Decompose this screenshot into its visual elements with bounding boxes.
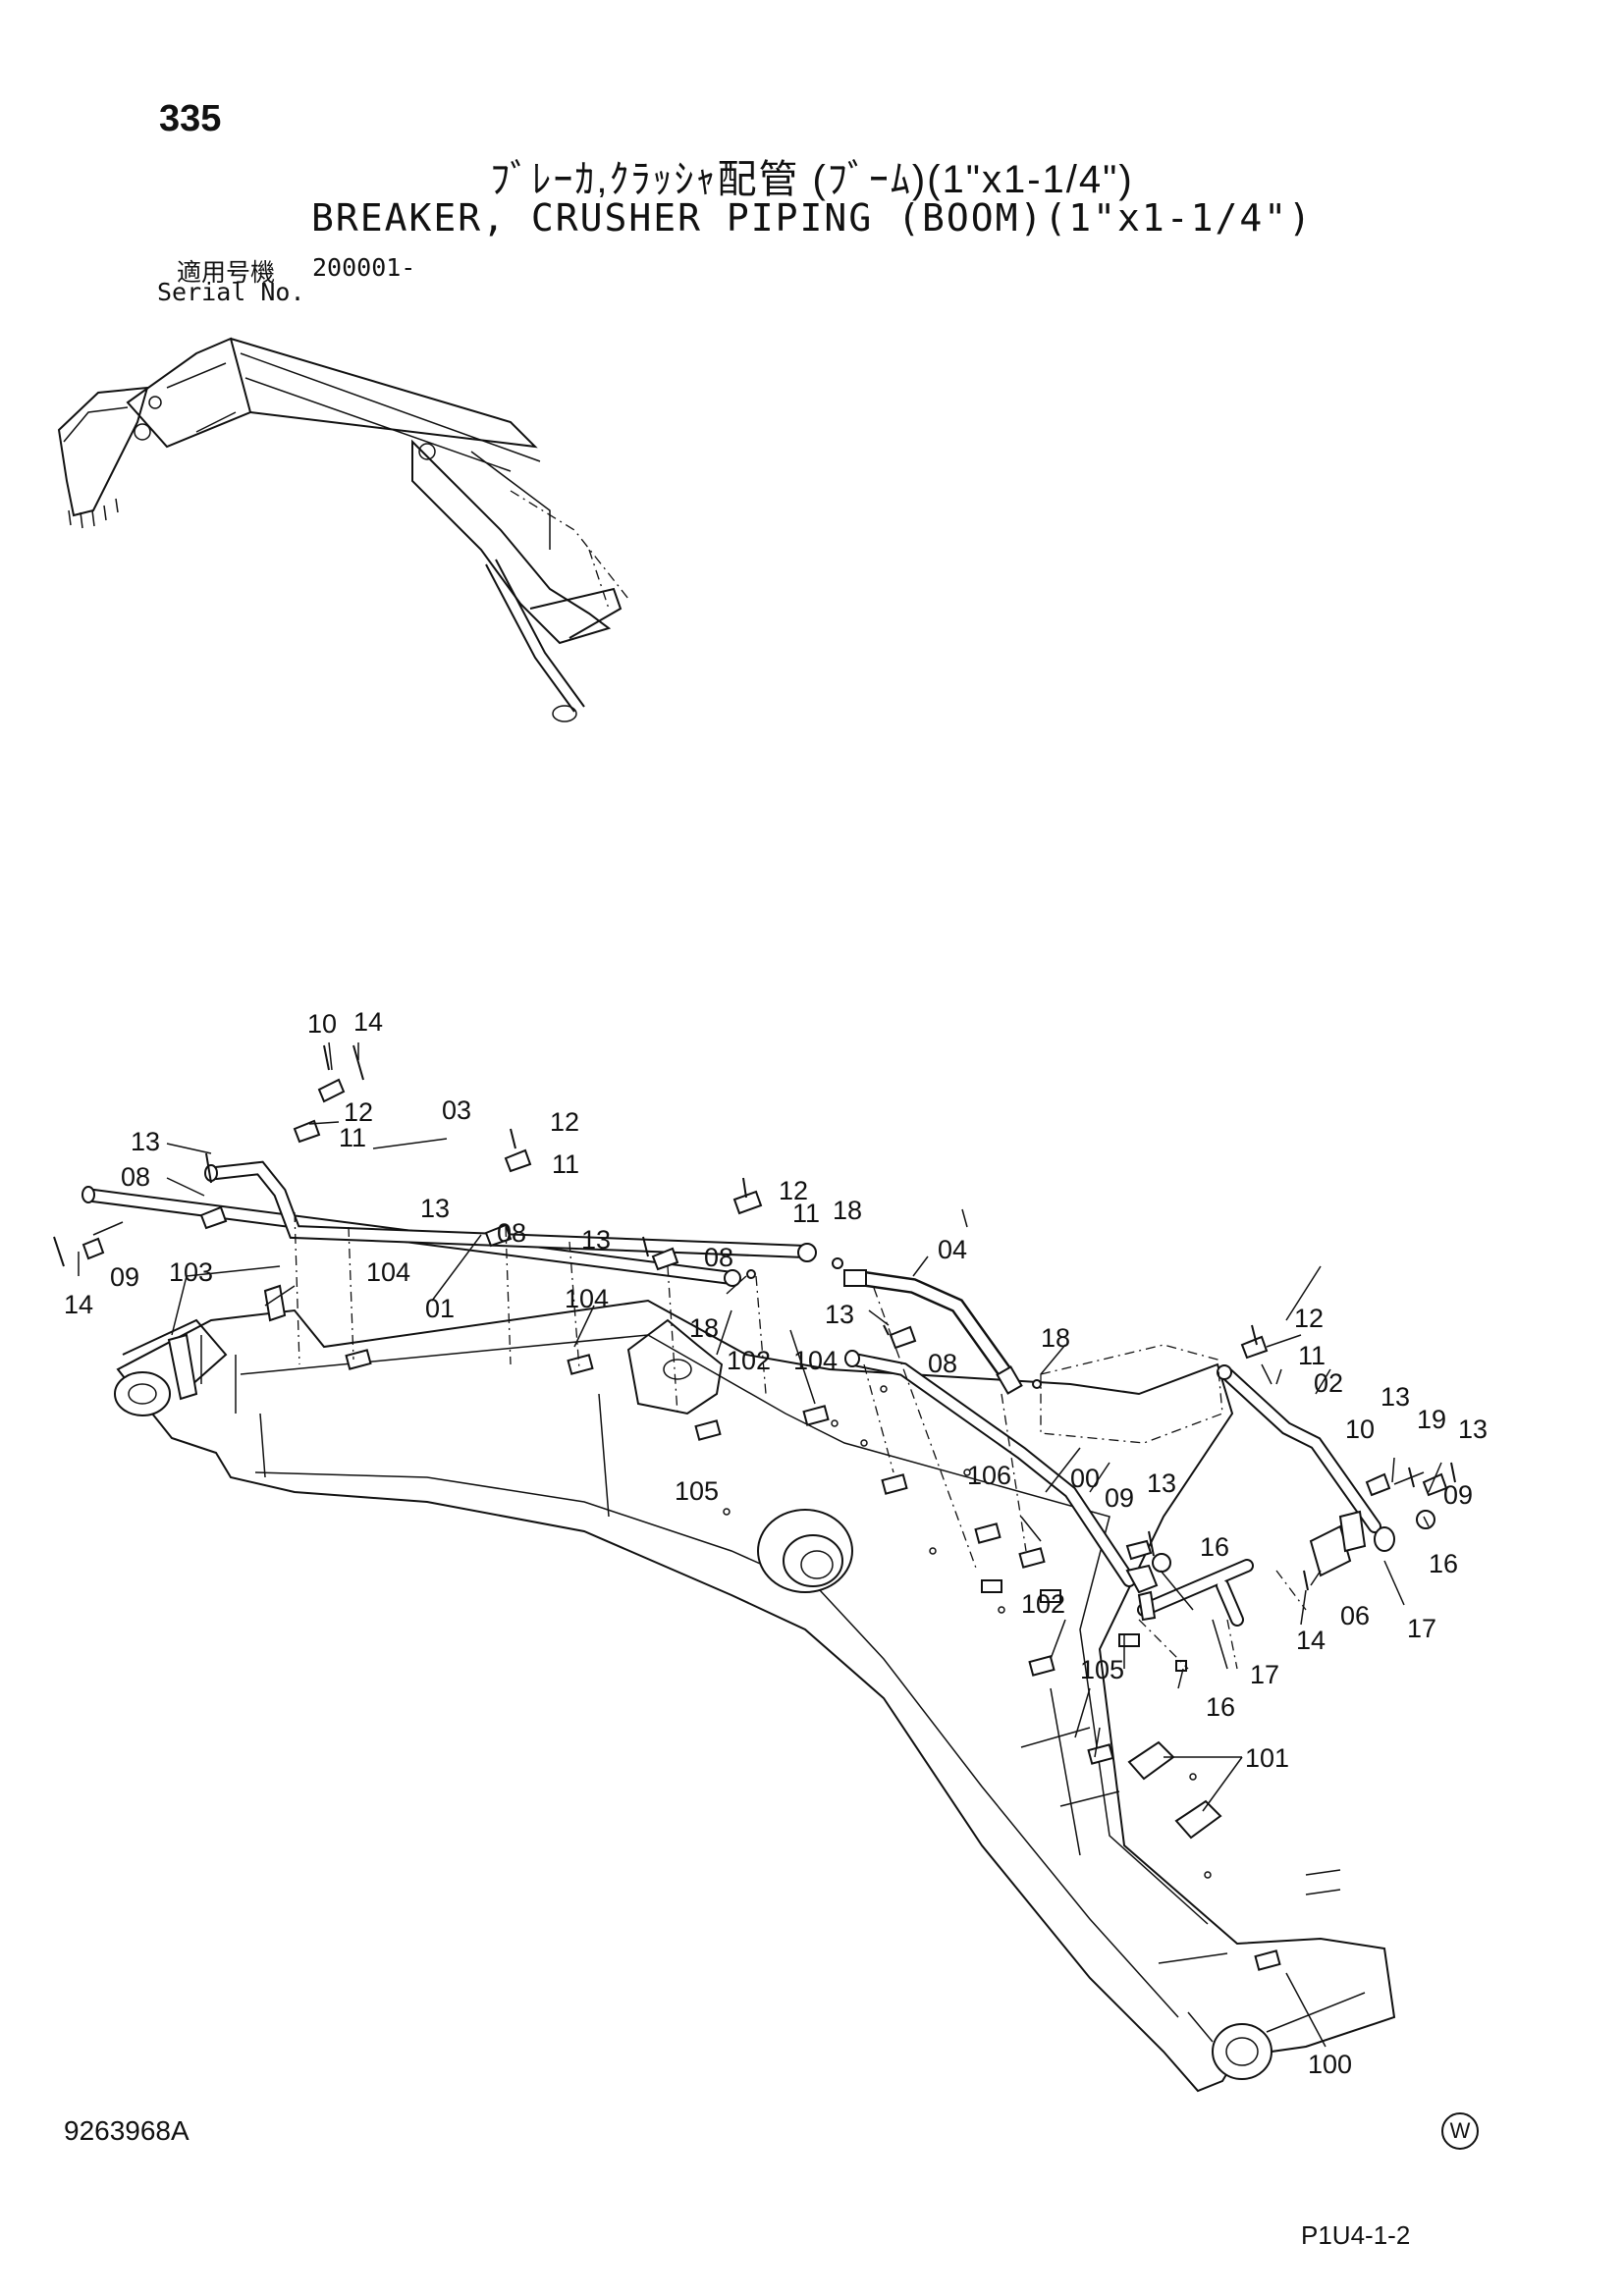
callout-label: 104: [793, 1346, 838, 1375]
callout-label: 09: [1105, 1483, 1134, 1513]
callout-label: 04: [938, 1235, 967, 1264]
title-japanese: ﾌﾞﾚｰｶ,ｸﾗｯｼｬ配管 (ﾌﾞｰﾑ)(1"x1-1/4"): [490, 158, 1134, 201]
callout-label: 12: [1294, 1304, 1324, 1333]
title-english: BREAKER, CRUSHER PIPING (BOOM)(1"x1-1/4"…: [311, 196, 1313, 240]
callout-label: 13: [1380, 1382, 1410, 1412]
callout-label: 12: [550, 1107, 579, 1137]
callout-label: 19: [1417, 1405, 1446, 1434]
callout-label: 08: [121, 1162, 150, 1192]
callout-label: 14: [64, 1290, 93, 1319]
callout-label: 104: [366, 1257, 410, 1287]
callout-label: 18: [689, 1313, 719, 1343]
callout-label: 13: [825, 1300, 854, 1329]
callout-label: 09: [1443, 1480, 1473, 1510]
callout-label: 13: [581, 1225, 611, 1255]
excavator-overview-illustration: [57, 337, 629, 722]
callout-label: 08: [928, 1349, 957, 1378]
page-code: P1U4-1-2: [1301, 2220, 1411, 2250]
page-number: 335: [159, 98, 222, 139]
circled-w-mark: W: [1441, 2112, 1479, 2150]
callout-label: 13: [420, 1194, 450, 1223]
callout-label: 11: [552, 1149, 579, 1179]
callout-label: 18: [833, 1196, 862, 1225]
serial-label-japanese: 適用号機: [177, 258, 276, 287]
callout-label: 00: [1070, 1464, 1100, 1493]
callout-label: 09: [110, 1262, 139, 1292]
callout-label: 10: [1345, 1415, 1375, 1444]
callout-label: 18: [1041, 1323, 1070, 1353]
callout-label: 100: [1308, 2050, 1352, 2079]
callout-label: 12: [779, 1176, 808, 1205]
serial-number-value: 200001-: [312, 253, 416, 282]
callout-label: 14: [1296, 1626, 1326, 1655]
callout-labels: 10 14 12 11 03 12 11 13 08 12 11 18 13 0…: [64, 1007, 1488, 2079]
callout-label: 08: [497, 1218, 526, 1248]
callout-label: 11: [339, 1123, 366, 1152]
callout-label: 17: [1250, 1660, 1279, 1689]
callout-label: 106: [967, 1461, 1011, 1490]
callout-label: 102: [1021, 1589, 1065, 1619]
callout-label: 13: [1147, 1468, 1176, 1498]
callout-label: 101: [1245, 1743, 1289, 1773]
serial-label-english: Serial No.: [157, 278, 305, 306]
callout-label: 17: [1407, 1614, 1436, 1643]
callout-label: 06: [1340, 1601, 1370, 1630]
callout-label: 10: [307, 1009, 337, 1039]
callout-label: 105: [675, 1476, 719, 1506]
callout-label: 02: [1314, 1368, 1343, 1398]
callout-label: 12: [344, 1097, 373, 1127]
callout-label: 14: [353, 1007, 383, 1037]
callout-label: 16: [1200, 1532, 1229, 1562]
callout-label: 08: [704, 1243, 733, 1272]
callout-label: 03: [442, 1095, 471, 1125]
callout-label: 11: [1298, 1341, 1326, 1370]
callout-label: 13: [1458, 1415, 1488, 1444]
callout-label: 16: [1206, 1692, 1235, 1722]
callout-label: 16: [1429, 1549, 1458, 1578]
boom-assembly-drawing: 10 14 12 11 03 12 11 13 08 12 11 18 13 0…: [53, 1007, 1488, 2093]
callout-label: 103: [169, 1257, 213, 1287]
callout-label: 01: [425, 1294, 455, 1323]
callout-label: 105: [1080, 1655, 1124, 1684]
drawing-number: 9263968A: [64, 2115, 189, 2146]
callout-label: 11: [792, 1199, 820, 1228]
callout-label: 102: [727, 1346, 771, 1375]
callout-label: 13: [131, 1127, 160, 1156]
callout-label: 104: [565, 1284, 609, 1313]
